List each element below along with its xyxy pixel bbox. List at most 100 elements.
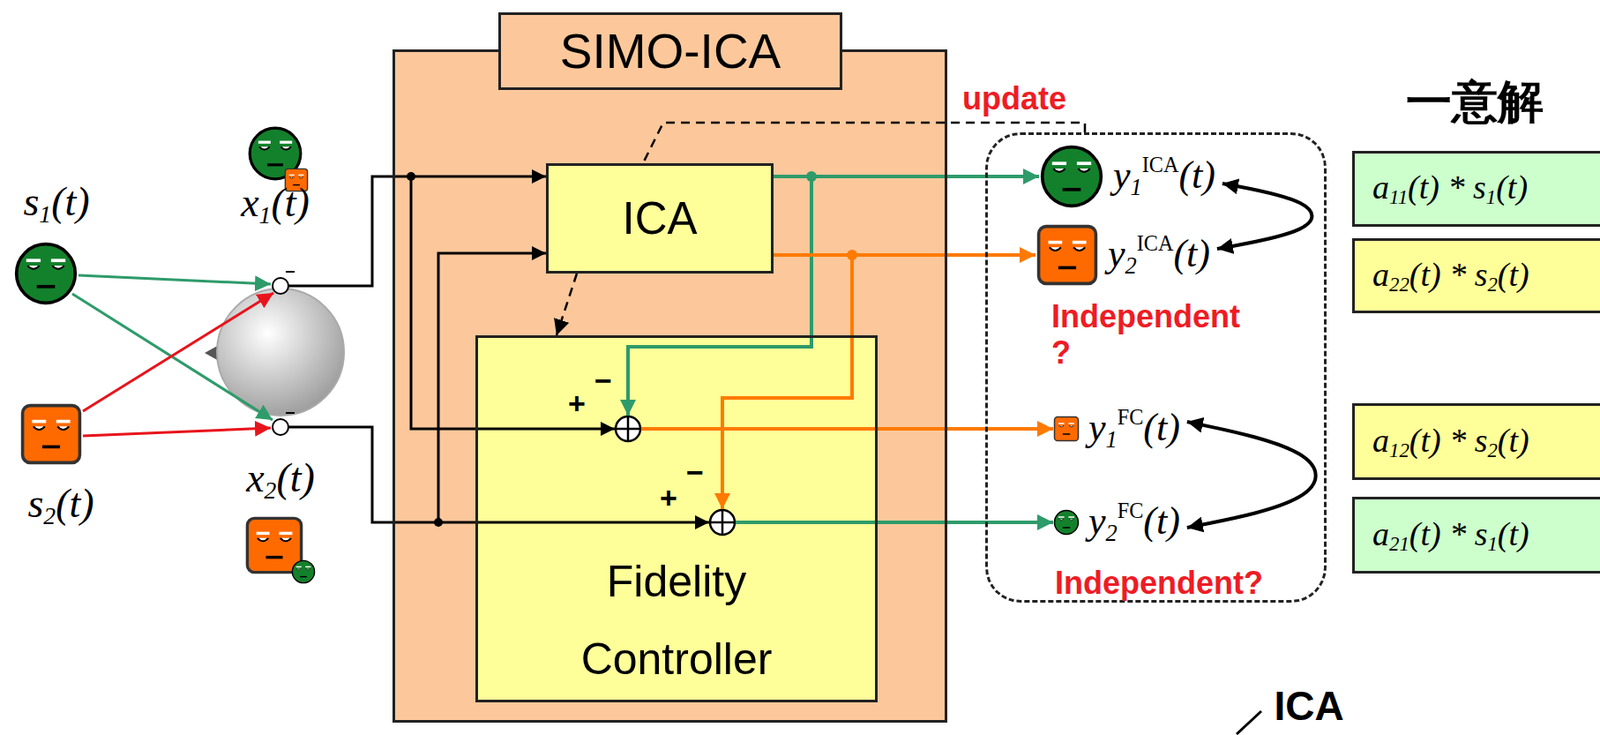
signal-arrow: [722, 254, 853, 509]
text-part: y: [1107, 231, 1126, 276]
text-part: Independent?: [1054, 564, 1264, 601]
text-part: 1: [1487, 532, 1497, 555]
node-text: Fidelity Controller: [535, 542, 818, 698]
box-fill: [1352, 496, 1600, 574]
text-part: ICA: [621, 193, 697, 244]
text-part: 一意解: [1405, 75, 1544, 128]
text-part: 1: [38, 200, 52, 228]
text-part: (t): [55, 480, 94, 526]
text-part: (t): [1143, 405, 1181, 449]
leader-line: [1236, 710, 1262, 734]
edge-label: update: [959, 80, 1070, 117]
box-fill: [392, 49, 948, 723]
text-part: ICA: [1273, 682, 1344, 729]
signal-arrow: [1217, 183, 1313, 249]
text-part: a: [1372, 255, 1390, 293]
text-part: (t): [1497, 421, 1530, 459]
node-text: y1FC(t): [1088, 403, 1181, 454]
text-part: 2: [1487, 273, 1497, 296]
output-signal: y1FC(t): [1053, 403, 1181, 454]
text-part: SIMO-ICA: [560, 22, 782, 80]
text-part: +: [659, 480, 678, 515]
face-icon: [1053, 508, 1080, 536]
text-part: (t): [1143, 499, 1181, 543]
signal-arrow: [773, 174, 1040, 179]
text-part: +: [568, 386, 586, 420]
node-text: a22(t) * s2(t): [1372, 254, 1530, 297]
question-text: Independent ?: [1051, 298, 1264, 372]
signal-arrow: [641, 426, 1054, 431]
text-part: 12: [1389, 439, 1410, 462]
text-part: y: [1113, 153, 1131, 197]
text-part: y: [1088, 405, 1107, 449]
text-part: (t): [1495, 168, 1528, 206]
text-part: s: [22, 179, 39, 225]
source-label: s2(t): [27, 480, 94, 530]
signal-arrow: [735, 520, 1054, 524]
node-text: y1ICA(t): [1113, 151, 1216, 202]
text-part: 2: [1487, 439, 1497, 462]
text-part: (t): [270, 179, 309, 225]
text-part: FC: [1117, 498, 1144, 523]
source-label: s1(t): [22, 179, 90, 228]
node-text: SIMO-ICA: [498, 12, 843, 90]
heading-label: 一意解: [1405, 75, 1544, 129]
result-box: a22(t) * s2(t): [1352, 238, 1600, 314]
text-part: 1: [1130, 172, 1143, 200]
box-fill: [475, 335, 878, 703]
control-link: [556, 273, 577, 336]
text-part: −: [686, 455, 704, 489]
mic-signal-label: x1(t): [240, 179, 310, 229]
text-part: y: [1088, 499, 1107, 543]
text-part: Fidelity Controller: [581, 556, 773, 684]
text-part: 21: [1389, 532, 1410, 555]
microphone: [204, 271, 344, 416]
node-text: y2ICA(t): [1107, 230, 1211, 280]
mic-signal-label: x2(t): [246, 455, 315, 504]
text-part: x: [246, 455, 264, 501]
text-part: 2: [43, 501, 56, 530]
text-part: (t) * s: [1409, 515, 1488, 553]
result-box: a21(t) * s1(t): [1352, 496, 1600, 574]
text-part: 2: [1106, 518, 1118, 546]
face-icon: [1035, 223, 1100, 287]
text-part: (t): [1497, 255, 1530, 293]
text-part: (t): [51, 179, 90, 225]
question-text: Independent?: [1054, 564, 1264, 601]
sign-label: −: [594, 363, 613, 398]
text-part: 2: [264, 476, 277, 504]
text-part: (t): [276, 455, 315, 501]
text-part: (t) * s: [1409, 255, 1488, 293]
node-text: a11(t) * s1(t): [1372, 167, 1528, 210]
face-icon: [1039, 143, 1105, 210]
sign-label: −: [686, 455, 704, 490]
text-part: 1: [259, 201, 272, 229]
ica-box: ICA: [545, 163, 774, 274]
text-part: (t): [1173, 231, 1211, 276]
text-part: FC: [1117, 404, 1144, 429]
text-part: 1: [1486, 186, 1496, 210]
simo-ica-block: SIMO-ICAICAFidelity Controller: [392, 49, 948, 723]
text-part: (t) * s: [1407, 168, 1487, 206]
node-text: a12(t) * s2(t): [1372, 420, 1530, 463]
sign-label: +: [659, 480, 678, 516]
text-part: (t): [1178, 153, 1216, 197]
fidelity-controller-box: Fidelity Controller: [475, 335, 878, 703]
text-part: a: [1372, 515, 1390, 553]
result-box: a11(t) * s1(t): [1352, 150, 1600, 227]
text-part: 11: [1389, 186, 1408, 210]
control-link: [642, 122, 1085, 164]
text-part: −: [594, 363, 613, 397]
node-text: a21(t) * s1(t): [1372, 514, 1530, 556]
source-face: [16, 127, 315, 583]
node-text: y2FC(t): [1088, 497, 1181, 547]
box-fill: [1352, 403, 1600, 480]
text-part: x: [240, 179, 259, 225]
output-signal: y2ICA(t): [1035, 223, 1211, 287]
text-part: 22: [1389, 273, 1410, 296]
box-fill: [1352, 150, 1600, 227]
face-icon: [1053, 415, 1080, 442]
text-part: 1: [1106, 425, 1118, 452]
